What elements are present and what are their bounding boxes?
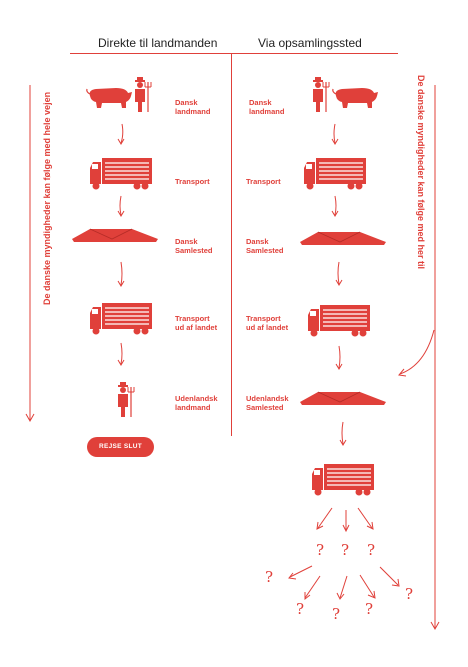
dispersal-arrows [288, 507, 400, 601]
question-mark: ? [316, 541, 325, 559]
arrows-left [117, 123, 125, 366]
farmer-icon [134, 76, 152, 113]
question-mark: ? [296, 600, 305, 618]
collection-point-icon [299, 231, 387, 246]
farmer-icon [312, 76, 330, 113]
left-label-export: Transport ud af landet [175, 314, 218, 332]
header-via: Via opsamlingssted [258, 36, 362, 50]
header-direct: Direkte til landmanden [98, 36, 218, 50]
truck-icon [311, 463, 375, 497]
right-label-export: Transport ud af landet [246, 314, 289, 332]
question-mark: ? [405, 585, 414, 603]
journey-end-badge: REJSE SLUT [87, 437, 154, 457]
truck-icon [307, 304, 371, 338]
question-mark: ? [341, 541, 350, 559]
left-label-collection: Dansk Samlested [175, 237, 213, 255]
left-label-foreign-farmer: Udenlandsk landmand [175, 394, 218, 412]
left-label-transport: Transport [175, 177, 210, 186]
right-label-farmer: Dansk landmand [249, 98, 285, 116]
question-mark: ? [265, 568, 274, 586]
right-label-collection: Dansk Samlested [246, 237, 284, 255]
pig-icon [332, 87, 379, 109]
question-mark: ? [367, 541, 376, 559]
right-label-transport: Transport [246, 177, 281, 186]
side-arrow-right-to-collection [399, 329, 435, 375]
header-divider [70, 53, 398, 54]
collection-point-icon [299, 391, 387, 406]
truck-icon [89, 302, 153, 336]
question-mark: ? [365, 600, 374, 618]
collection-point-icon [71, 228, 159, 243]
truck-icon [89, 157, 153, 191]
question-mark: ? [332, 605, 341, 623]
column-divider [231, 53, 232, 436]
arrows-right [331, 123, 347, 446]
right-label-foreign-collection: Udenlandsk Samlested [246, 394, 289, 412]
farmer-icon [117, 381, 135, 418]
truck-icon [303, 157, 367, 191]
pig-icon [86, 87, 133, 109]
left-label-farmer: Dansk landmand [175, 98, 211, 116]
